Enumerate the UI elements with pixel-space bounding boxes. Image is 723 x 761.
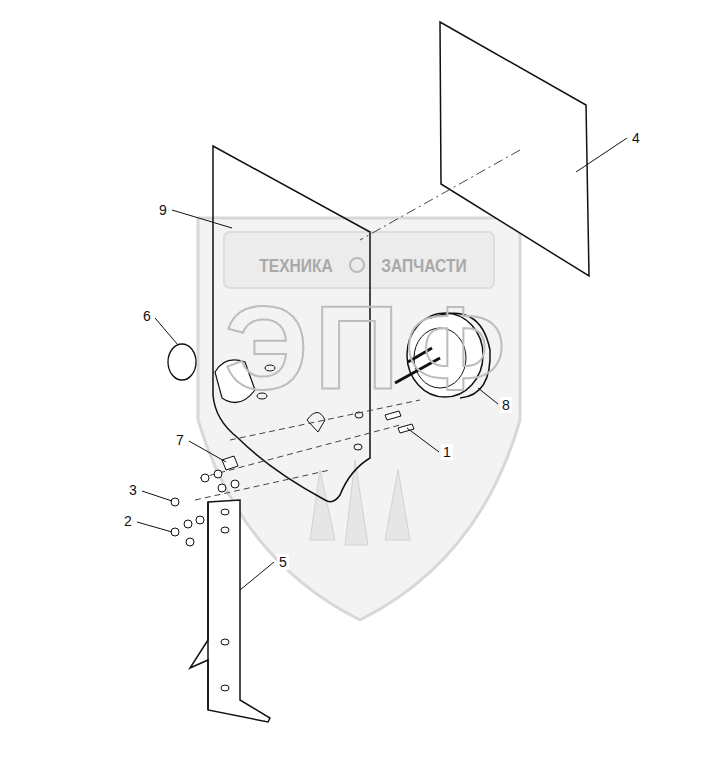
callout-number: 4: [630, 130, 642, 146]
callout-number: 5: [277, 554, 289, 570]
callout-number: 2: [122, 513, 134, 529]
callout-number: 7: [174, 432, 186, 448]
callout-number: 9: [157, 202, 169, 218]
watermark-text: ЗАПЧАСТИ: [381, 256, 466, 275]
callout-number: 8: [500, 397, 512, 413]
watermark-text: ТЕХНИКА: [259, 256, 333, 275]
callout-number: 6: [141, 308, 153, 324]
callout-number: 3: [127, 482, 139, 498]
callout-number: 1: [441, 444, 453, 460]
watermark-logo: ЭПФ: [224, 289, 511, 407]
